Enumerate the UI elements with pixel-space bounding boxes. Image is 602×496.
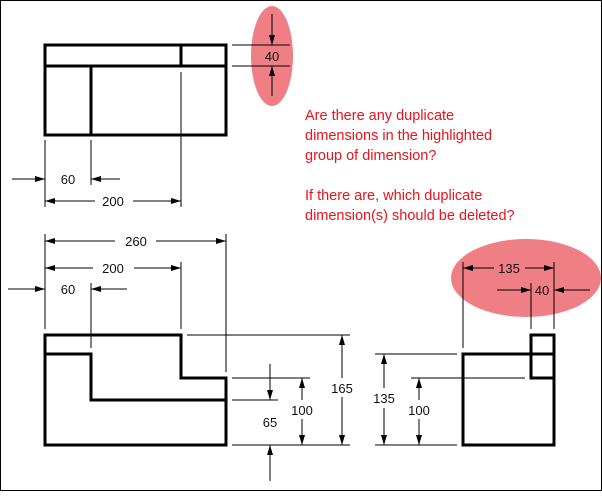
front-dim-100-label: 100	[291, 403, 313, 418]
front-dim-260: 260	[45, 234, 226, 249]
top-dim-40: 40	[232, 14, 290, 96]
front-view-outline	[43, 333, 228, 447]
front-view-step-edge	[43, 352, 228, 402]
top-dim-60: 60	[12, 140, 120, 207]
front-dim-65: 65	[263, 364, 277, 481]
side-dim-40-label: 40	[535, 283, 549, 298]
highlight-top-height-dim	[251, 6, 293, 106]
front-dim-165: 165	[331, 335, 353, 445]
front-dim-60-label: 60	[61, 282, 75, 297]
side-view: 135 40 135 100	[373, 261, 590, 447]
side-dim-135-h-label: 135	[498, 261, 520, 276]
question-line-1: Are there any duplicate	[305, 108, 454, 124]
front-dim-200-label: 200	[102, 261, 124, 276]
question-text: Are there any duplicate dimensions in th…	[305, 108, 515, 224]
side-view-base	[461, 352, 556, 447]
question-line-5: dimension(s) should be deleted?	[305, 208, 515, 224]
top-view: 40 60 200	[12, 14, 290, 209]
front-dim-65-label: 65	[263, 415, 277, 430]
top-view-outline	[43, 43, 228, 137]
top-dim-60-label: 60	[61, 172, 75, 187]
front-dim-165-label: 165	[331, 381, 353, 396]
side-dim-135-horizontal: 135	[463, 261, 554, 276]
front-view: 260 200 60 65	[8, 234, 353, 481]
top-dim-200-label: 200	[102, 194, 124, 209]
front-dim-260-label: 260	[125, 234, 147, 249]
question-line-4: If there are, which duplicate	[305, 188, 482, 204]
side-dim-135-vertical: 135	[373, 354, 395, 445]
question-line-2: dimensions in the highlighted	[305, 128, 492, 144]
front-dim-60: 60	[8, 282, 127, 297]
front-dim-200: 200	[45, 261, 181, 276]
side-dim-100-label: 100	[408, 403, 430, 418]
top-dim-200: 200	[45, 72, 182, 209]
front-dim-100: 100	[291, 378, 313, 445]
side-dim-40-horizontal: 40	[497, 283, 590, 298]
side-dim-135-v-label: 135	[373, 391, 395, 406]
question-line-3: group of dimension?	[305, 148, 436, 164]
top-dim-40-label: 40	[265, 49, 279, 64]
side-view-upright	[529, 333, 556, 380]
highlight-side-width-dims	[451, 239, 601, 317]
side-dim-100-vertical: 100	[408, 378, 430, 445]
